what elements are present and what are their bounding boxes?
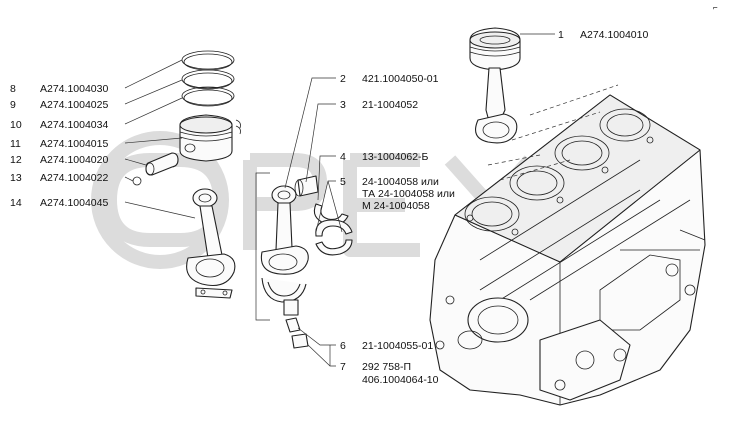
part-code-7-line-1: 292 758-П (362, 361, 411, 373)
left-callouts: 8 А274.1004030 9 А274.1004025 10 А274.10… (10, 83, 108, 209)
piston-rings (181, 50, 235, 107)
connecting-rod-center (260, 185, 309, 316)
callout-number-4: 4 (340, 151, 346, 163)
small-end-bushing (294, 175, 319, 197)
callout-number-7: 7 (340, 361, 346, 373)
part-code-10: А274.1004034 (40, 119, 108, 131)
piston-rod-assembly (469, 27, 521, 144)
part-code-14: А274.1004045 (40, 197, 108, 209)
part-code-7-line-2: 406.1004064-10 (362, 374, 439, 386)
callout-number-14: 14 (10, 197, 22, 209)
part-code-8: А274.1004030 (40, 83, 108, 95)
part-code-9: А274.1004025 (40, 99, 108, 111)
part-code-2: 421.1004050-01 (362, 73, 439, 85)
callout-number-1: 1 (558, 29, 564, 41)
rod-bolts (285, 317, 309, 349)
callout-number-10: 10 (10, 119, 22, 131)
piston-pin (145, 152, 179, 176)
part-code-12: А274.1004020 (40, 154, 108, 166)
callout-number-9: 9 (10, 99, 16, 111)
callout-number-5: 5 (340, 176, 346, 188)
leader-lines (124, 33, 555, 367)
callout-number-8: 8 (10, 83, 16, 95)
part-code-5-line-2: ТА 24-1004058 или (362, 188, 455, 200)
part-code-5-line-3: М 24-1004058 (362, 200, 430, 212)
callout-number-3: 3 (340, 99, 346, 111)
circlip (132, 176, 142, 186)
engine-block (429, 94, 706, 406)
callout-number-6: 6 (340, 340, 346, 352)
part-code-11: А274.1004015 (40, 138, 108, 150)
callout-number-12: 12 (10, 154, 22, 166)
part-code-13: А274.1004022 (40, 172, 108, 184)
part-code-5-line-1: 24-1004058 или (362, 176, 439, 188)
piston (179, 114, 241, 162)
part-code-3: 21-1004052 (362, 99, 418, 111)
connecting-rod-left (186, 188, 236, 299)
callout-number-13: 13 (10, 172, 22, 184)
callout-number-11: 11 (10, 138, 21, 150)
right-callouts: 1 А274.1004010 2 421.1004050-01 3 21-100… (340, 29, 648, 386)
part-code-6: 21-1004055-01 (362, 340, 433, 352)
callout-number-2: 2 (340, 73, 346, 85)
part-code-4: 13-1004062-Б (362, 151, 429, 163)
part-code-1: А274.1004010 (580, 29, 648, 41)
corner-mark: ⌐ (713, 3, 718, 12)
bearing-shells (313, 203, 353, 256)
